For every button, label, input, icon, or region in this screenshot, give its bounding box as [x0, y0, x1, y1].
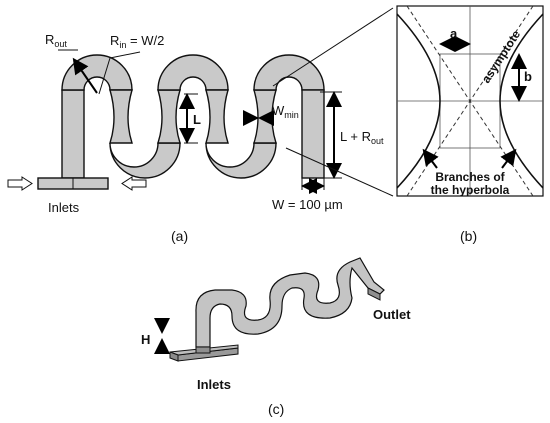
zoom-line-bottom: [285, 147, 394, 197]
r-in-leader-2: [109, 51, 141, 59]
panel-b-label: (b): [460, 228, 477, 244]
constriction-3: [205, 89, 229, 144]
right-leg: [301, 89, 325, 179]
l-label: L: [193, 112, 201, 127]
r-in-label: Rin = W/2: [110, 33, 164, 50]
left-leg: [61, 89, 85, 179]
arch-1: [61, 54, 133, 91]
branch-arrow-right-icon: [500, 148, 517, 169]
inlets-label-c: Inlets: [197, 377, 231, 392]
panel-a: Rout Rin = W/2 L Wmin L + Rout W = 100 µ…: [7, 7, 394, 244]
hyperbola-branch-left: [396, 13, 441, 189]
panel-a-label: (a): [171, 228, 188, 244]
serpentine-top-face: [195, 257, 385, 348]
r-out-arrow-icon: [72, 57, 98, 94]
inlet-arrow-right-icon: [121, 176, 147, 191]
arch-2: [157, 54, 229, 91]
r-out-label: Rout: [45, 32, 67, 49]
constriction-1: [109, 89, 133, 144]
constriction-2: [157, 89, 181, 144]
h-label: H: [141, 332, 150, 347]
serpentine-channel: [37, 54, 325, 190]
w-min-label: Wmin: [272, 103, 299, 120]
inlet-arrow-left-icon: [7, 176, 33, 191]
channel-3d: [169, 257, 385, 362]
outlet-end-cap: [367, 287, 381, 301]
branch-arrow-left-icon: [422, 148, 439, 169]
a-label: a: [450, 26, 458, 41]
panel-b: a b asymptote Branches of the hyperbola …: [396, 5, 544, 244]
l-plus-r-label: L + Rout: [340, 129, 384, 146]
outlet-label: Outlet: [373, 307, 411, 322]
panel-c-label: (c): [268, 401, 284, 417]
branches-line-2: the hyperbola: [431, 183, 510, 197]
width-label: W = 100 µm: [272, 197, 343, 212]
inlet-bar-end: [169, 351, 179, 362]
inlets-label-a: Inlets: [48, 200, 80, 215]
panel-c: H Outlet Inlets (c): [141, 257, 411, 417]
serpentine-side-face: [195, 346, 211, 354]
b-label: b: [524, 69, 532, 84]
branches-line-1: Branches of: [435, 170, 505, 184]
hyperbola-branch-right: [499, 13, 544, 189]
zoom-line-top: [272, 7, 394, 87]
bend-1: [109, 142, 181, 179]
r-in-leader: [98, 57, 111, 95]
bend-2: [205, 142, 277, 179]
